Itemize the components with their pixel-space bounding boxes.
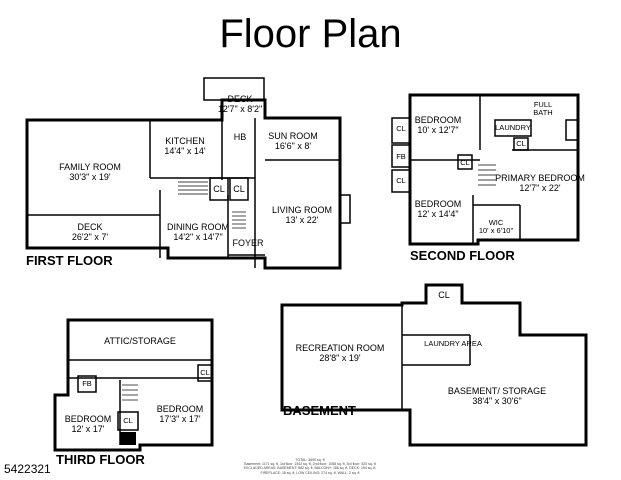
floor-label-first: FIRST FLOOR — [26, 253, 113, 268]
room-foyer: FOYER — [232, 238, 264, 248]
room-closet: CL — [213, 184, 225, 194]
floor-label-second: SECOND FLOOR — [410, 248, 515, 263]
room-hb: HB — [233, 132, 247, 142]
room-laundry: LAUNDRY — [495, 123, 531, 132]
floor-label-basement: BASEMENT — [283, 403, 356, 418]
room-fb: FB — [82, 379, 92, 388]
room-closet: CL — [516, 139, 526, 148]
area-summary: TOTAL: 3690 sq. ft Basement: 1171 sq. ft… — [243, 458, 377, 475]
room-closet: CL — [396, 124, 406, 133]
room-fb: FB — [396, 152, 406, 161]
floor-label-third: THIRD FLOOR — [56, 452, 145, 467]
room-closet: CL — [396, 176, 406, 185]
room-laundry-area: LAUNDRY AREA — [424, 339, 482, 348]
room-closet: CL — [460, 158, 470, 167]
listing-id: 5422321 — [4, 462, 51, 476]
room-closet: CL — [233, 184, 245, 194]
room-attic-storage: ATTIC/STORAGE — [104, 336, 176, 346]
room-closet: CL — [200, 368, 210, 377]
room-closet: CL — [123, 416, 133, 425]
page-title: Floor Plan — [219, 12, 402, 56]
room-full-bath: FULL BATH — [533, 100, 553, 117]
room-closet: CL — [438, 290, 450, 300]
stair-well-marker — [120, 432, 136, 445]
